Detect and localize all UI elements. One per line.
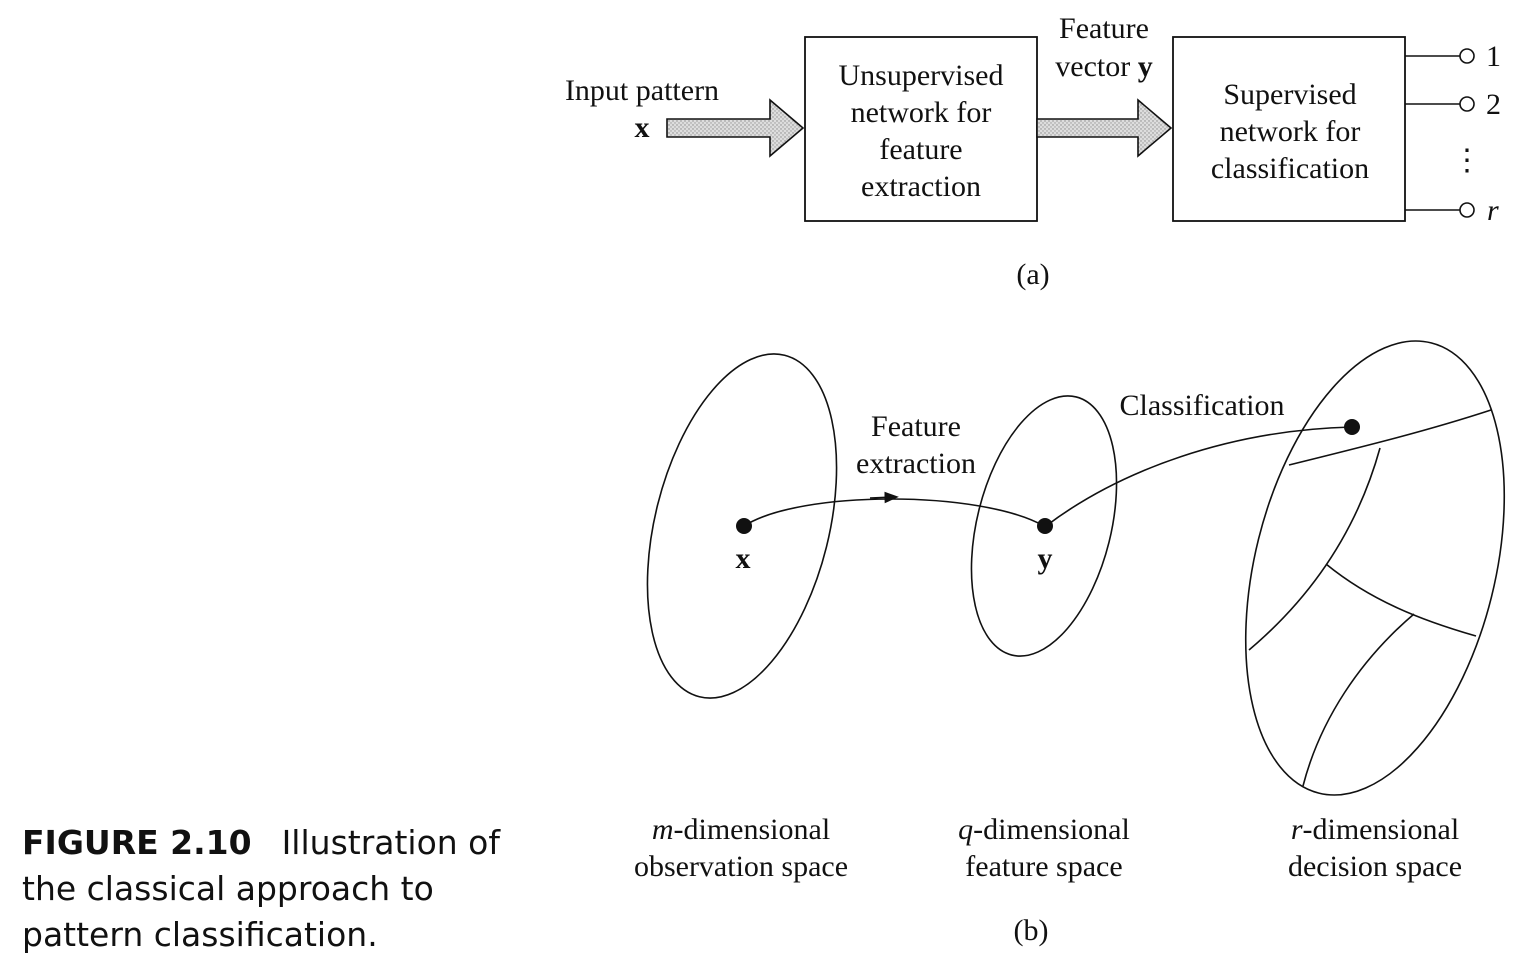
decision-space-ellipse [1244,340,1506,796]
decision-space-label-line2: decision space [1288,850,1462,883]
point-x-label: x [736,542,751,575]
decision-space-dimension-text: -dimensional [1303,813,1460,846]
unsupervised-network-box [804,36,1038,222]
output-terminal-r [1459,202,1475,218]
decision-boundary-lower [1302,613,1415,787]
output-label-1: 1 [1486,40,1501,73]
input-block-arrow [666,98,805,158]
box1-line2: network for [851,96,992,129]
box1-line1: Unsupervised [839,59,1004,92]
panel-b-space-diagram: x y Feature extraction Classification m-… [634,340,1506,947]
input-pattern-label: Input pattern [565,74,719,107]
feature-space-dimension-var: q [958,813,973,846]
output-label-r: r [1487,194,1499,227]
output-terminal-2 [1459,96,1475,112]
panel-a-label: (a) [1016,258,1049,291]
box2-line2: network for [1220,115,1361,148]
box1-line3: feature [879,133,962,166]
box2-line1: Supervised [1223,78,1356,111]
figure-caption-text: Illustration of the classical approach t… [22,823,500,954]
box1-line4: extraction [861,170,981,203]
input-symbol-x: x [635,111,650,144]
observation-space-ellipse [646,353,838,699]
supervised-network-box [1172,36,1406,222]
feature-vector-text: vector [1055,50,1137,83]
point-x [736,518,752,534]
feature-space-ellipse [970,395,1118,657]
feature-extraction-label-line1: Feature [871,410,961,443]
box2-line3: classification [1211,152,1369,185]
point-y [1037,518,1053,534]
decision-space-dimension-var: r [1291,813,1303,846]
feature-vector-label-line1: Feature [1059,12,1149,45]
feature-extraction-direction-arrow [869,491,899,504]
decision-boundary-top [1288,409,1492,466]
feature-block-arrow [1036,98,1173,158]
observation-space-dimension-text: -dimensional [674,813,831,846]
decision-boundary-left [1248,447,1381,651]
output-ellipsis: ⋮ [1452,144,1482,177]
panel-b-label: (b) [1014,914,1049,947]
decision-point [1344,419,1360,435]
feature-vector-symbol-y: y [1138,50,1153,83]
feature-extraction-mapping-curve [743,498,1045,527]
feature-space-label-line1: q-dimensional [958,813,1130,846]
panel-a-block-diagram: Input pattern x Unsupervised network for… [565,12,1501,291]
output-label-2: 2 [1486,88,1501,121]
output-terminal-1 [1459,48,1475,64]
point-y-label: y [1038,542,1053,575]
feature-space-dimension-text: -dimensional [973,813,1130,846]
decision-space-label-line1: r-dimensional [1291,813,1459,846]
observation-space-label-line2: observation space [634,850,848,883]
feature-vector-label-line2: vector y [1055,50,1152,83]
figure-number: FIGURE 2.10 [22,823,252,862]
feature-space-label-line2: feature space [965,850,1122,883]
decision-boundary-middle [1325,563,1477,637]
classification-label: Classification [1120,389,1285,422]
feature-extraction-label-line2: extraction [856,447,976,480]
observation-space-dimension-var: m [652,813,674,846]
observation-space-label-line1: m-dimensional [652,813,830,846]
classification-mapping-curve [1045,426,1353,527]
